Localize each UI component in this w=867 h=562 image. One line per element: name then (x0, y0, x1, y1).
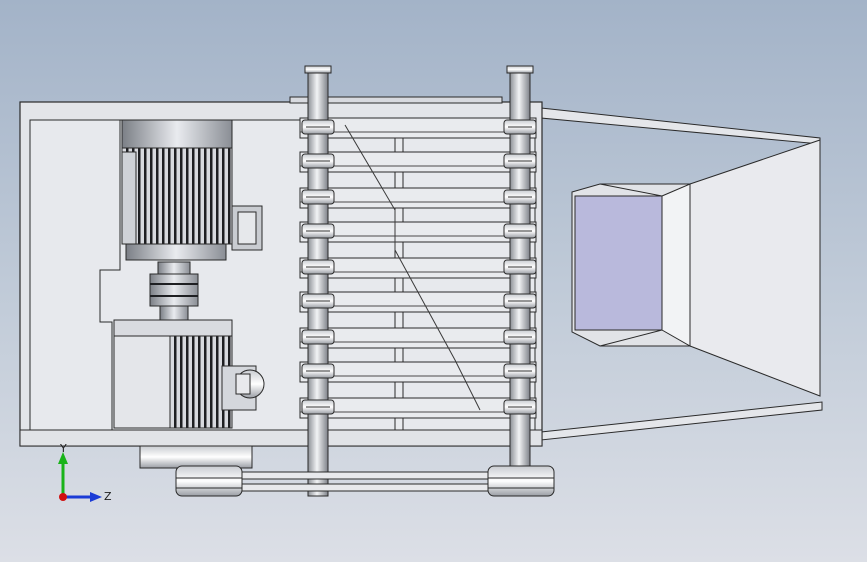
drive-pulley-left (175, 465, 243, 497)
triad-z-arrow-icon (90, 492, 102, 502)
blade-plate (299, 187, 537, 209)
lower-motor-body (113, 335, 171, 429)
triad-y-label: Y (59, 442, 67, 455)
lower-motor-base (139, 445, 253, 469)
lower-motor-plate (113, 319, 233, 337)
blade-stack[interactable] (299, 117, 537, 419)
frame-top-lip (289, 96, 503, 104)
frame-bottom-rail (19, 429, 543, 447)
lower-gear-motor[interactable] (113, 319, 265, 469)
blade-plate (299, 257, 537, 279)
blade-plate (299, 397, 537, 419)
hopper-bottom-rail (540, 401, 823, 441)
hopper-inner-wall (661, 183, 691, 347)
triad-y-arrow-icon (58, 452, 68, 464)
shaft-bearings (301, 119, 537, 415)
upper-motor-endcap (121, 119, 233, 149)
drive-pulley-right (487, 465, 555, 497)
upper-motor-flange (125, 243, 227, 261)
blade-plate (299, 151, 537, 173)
feed-hopper[interactable] (540, 107, 823, 441)
hopper-body (689, 139, 821, 397)
inner-diagonal-guide (344, 124, 481, 411)
triad-z-label: Z (104, 490, 112, 503)
upper-motor-mount-left (121, 151, 137, 245)
blade-plate (299, 221, 537, 243)
blade-plate (299, 291, 537, 313)
shaft-columns[interactable] (304, 65, 534, 497)
coordinate-triad[interactable]: Y Z (58, 442, 112, 503)
shaft-coupling[interactable] (149, 261, 199, 321)
upper-motor-fins (121, 147, 233, 245)
triad-origin-icon (59, 493, 67, 501)
belt-drive[interactable] (175, 465, 555, 497)
hopper-top-rail (540, 107, 821, 145)
blade-plate (299, 361, 537, 383)
hopper-inner-face (574, 195, 663, 331)
blade-plate (299, 117, 537, 139)
upper-motor[interactable] (121, 119, 263, 261)
frame-left-step (30, 119, 121, 432)
blade-plate (299, 327, 537, 349)
